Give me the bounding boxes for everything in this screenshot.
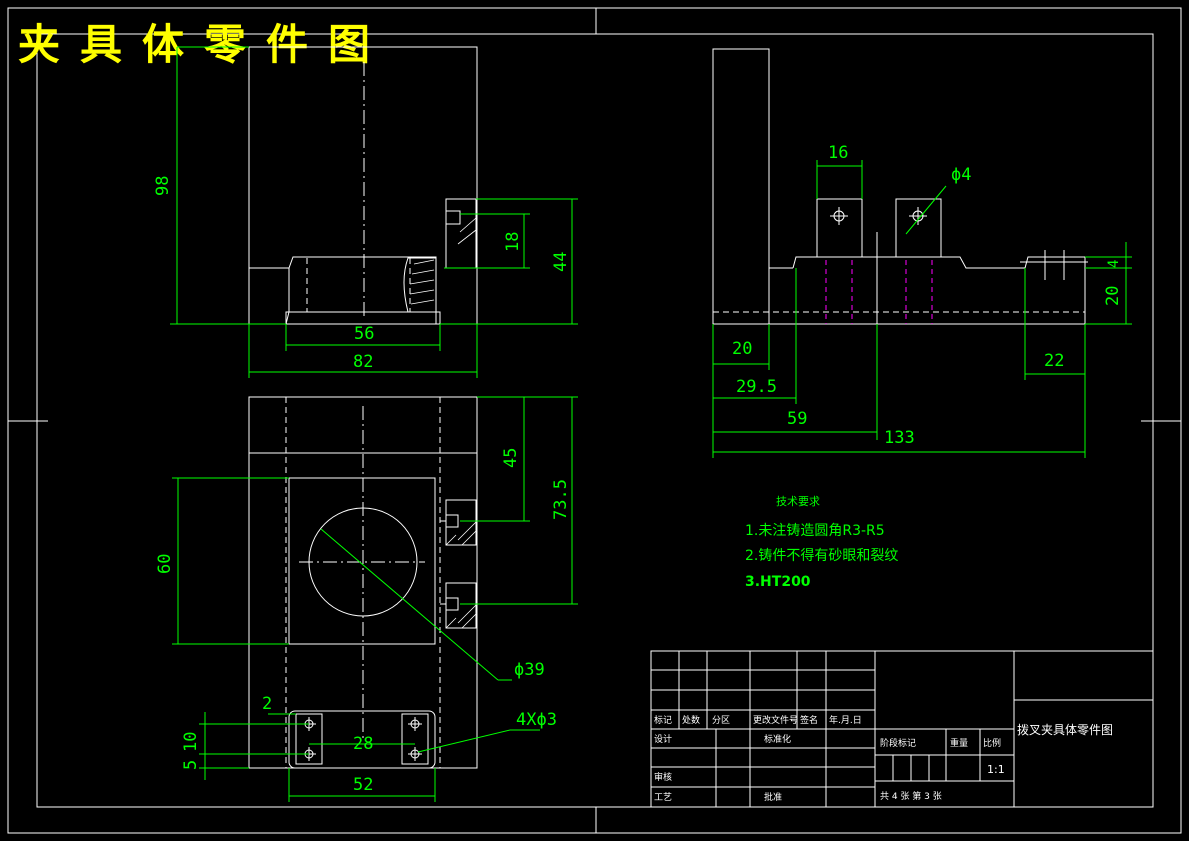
top-view [248, 396, 478, 769]
tb-label-stage: 阶段标记 [880, 737, 916, 749]
dim-10: 10 [181, 732, 201, 752]
dim-20-vertical: 20 [1103, 286, 1123, 306]
notes-item-2: 2.铸件不得有砂眼和裂纹 [745, 547, 898, 564]
tb-label-ratio: 比例 [983, 737, 1001, 749]
dim-phi39: ϕ39 [514, 660, 545, 680]
drawing-title: 夹具体零件图 [18, 20, 370, 69]
dim-73-5: 73.5 [551, 479, 571, 520]
dim-29-5: 29.5 [736, 377, 777, 397]
dim-45: 45 [501, 448, 521, 468]
tb-label-zone: 分区 [712, 715, 730, 726]
top-view-dimensions [172, 396, 578, 802]
dim-20-horizontal: 20 [732, 339, 752, 359]
side-view-dimensions [712, 160, 1132, 458]
tb-label-date: 年.月.日 [829, 714, 862, 726]
dim-5: 5 [181, 760, 201, 770]
tb-label-sign: 签名 [800, 714, 818, 726]
front-view [248, 46, 478, 325]
dim-4xphi3: 4Xϕ3 [516, 710, 557, 730]
notes-heading: 技术要求 [776, 495, 820, 508]
tb-label-weight: 重量 [950, 737, 968, 749]
dim-28: 28 [353, 734, 373, 754]
dim-4: 4 [1106, 260, 1122, 268]
tb-label-approve: 批准 [764, 791, 782, 803]
notes-item-1: 1.未注铸造圆角R3-R5 [745, 523, 885, 539]
tb-drawing-name: 拨叉夹具体零件图 [1017, 723, 1113, 737]
dim-18: 18 [503, 232, 523, 252]
dim-44: 44 [551, 252, 571, 272]
dim-2: 2 [262, 694, 272, 714]
dim-82: 82 [353, 352, 373, 372]
dim-16: 16 [828, 143, 848, 163]
dim-60: 60 [155, 554, 175, 574]
dim-98: 98 [153, 176, 173, 196]
sheet-border [7, 7, 1182, 834]
dim-133: 133 [884, 428, 915, 448]
dim-22: 22 [1044, 351, 1064, 371]
notes-item-3: 3.HT200 [745, 574, 811, 590]
tb-label-review: 审核 [654, 771, 672, 783]
tb-sheet-info: 共 4 张 第 3 张 [880, 790, 942, 802]
tb-label-mark: 标记 [654, 714, 672, 726]
tb-label-standardize: 标准化 [764, 733, 791, 745]
dim-59: 59 [787, 409, 807, 429]
tb-label-change-doc: 更改文件号 [753, 714, 798, 726]
front-view-dimensions [170, 46, 578, 378]
tb-scale: 1:1 [987, 763, 1005, 776]
title-block-grid [650, 650, 1154, 808]
tb-label-count: 处数 [682, 714, 700, 726]
dim-52: 52 [353, 775, 373, 795]
dim-phi4: ϕ4 [951, 165, 971, 185]
tb-label-process: 工艺 [654, 792, 672, 803]
title-block-labels: 标记 处数 分区 更改文件号 签名 年.月.日 设计 标准化 审核 工艺 批准 … [654, 714, 1113, 803]
side-view [712, 48, 1088, 325]
dim-56: 56 [354, 324, 374, 344]
side-view-hidden [825, 260, 933, 324]
tb-label-design: 设计 [654, 733, 672, 745]
